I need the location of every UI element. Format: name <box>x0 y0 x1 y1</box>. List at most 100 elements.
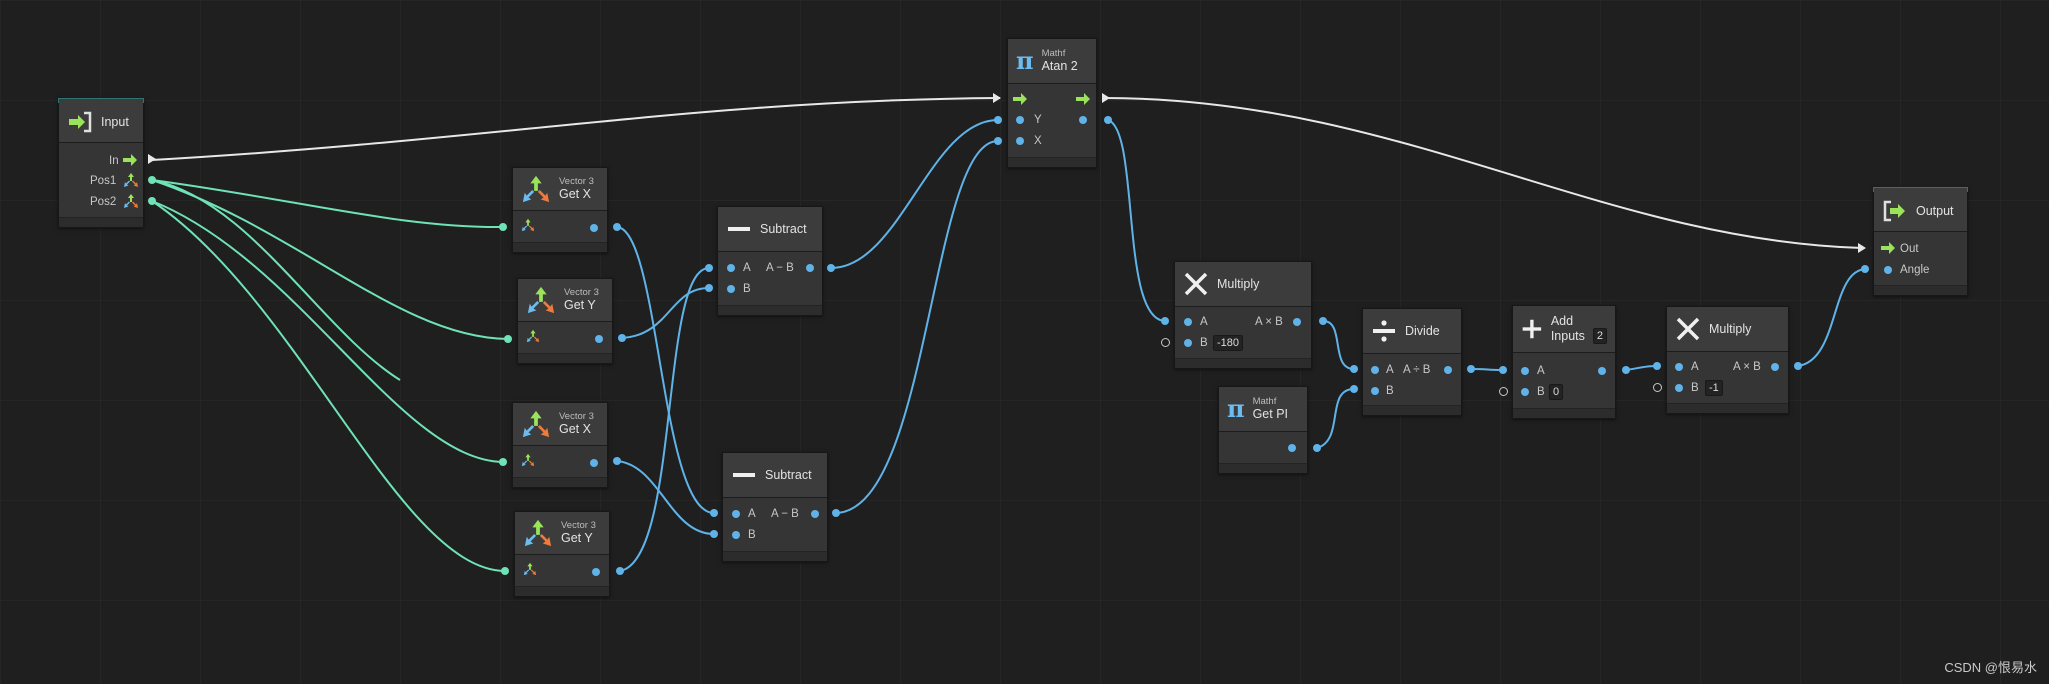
port-out-outer[interactable] <box>832 509 840 517</box>
port-in-b[interactable] <box>1675 384 1683 392</box>
port-in-a[interactable] <box>1675 363 1683 371</box>
port-out-outer[interactable] <box>1104 116 1112 124</box>
port-in-angle[interactable] <box>1884 266 1892 274</box>
port-out[interactable] <box>595 335 603 343</box>
port-out-outer[interactable] <box>1313 444 1321 452</box>
port-in-a-outer[interactable] <box>1350 365 1358 373</box>
port-in-angle-outer[interactable] <box>1861 265 1869 273</box>
port-in-a-outer[interactable] <box>1499 366 1507 374</box>
node-title: Get X <box>559 422 591 436</box>
b-value-field[interactable]: 0 <box>1549 384 1564 400</box>
port-in-a-outer[interactable] <box>710 509 718 517</box>
port-in-x-outer[interactable] <box>994 137 1002 145</box>
port-out[interactable] <box>590 459 598 467</box>
port-out-float[interactable] <box>618 334 626 342</box>
port-out-outer[interactable] <box>1794 362 1802 370</box>
b-value-field[interactable]: -180 <box>1213 335 1244 351</box>
port-in-b[interactable] <box>1371 387 1379 395</box>
port-out[interactable] <box>1288 444 1296 452</box>
flow-out-icon[interactable] <box>1075 92 1091 106</box>
port-out[interactable] <box>1598 367 1606 375</box>
port-in-y[interactable] <box>1016 116 1024 124</box>
port-out-pos1[interactable] <box>148 176 156 184</box>
port-in-b-outer[interactable] <box>710 530 718 538</box>
port-in-a[interactable] <box>727 264 735 272</box>
port-out-outer[interactable] <box>1467 365 1475 373</box>
multiply-node-2[interactable]: Multiply A A × B B -1 <box>1666 306 1789 414</box>
float-wire-mul1-diva <box>1323 320 1355 370</box>
divide-node[interactable]: Divide A A ÷ B B <box>1362 308 1462 416</box>
port-out-float[interactable] <box>613 457 621 465</box>
output-node[interactable]: Output Out Angle <box>1873 187 1968 296</box>
port-label-b: B <box>1386 385 1394 397</box>
b-value-field[interactable]: -1 <box>1705 380 1723 396</box>
port-out[interactable] <box>1079 116 1087 124</box>
subtract-node-2[interactable]: Subtract A A − B B <box>722 452 828 562</box>
port-in-b[interactable] <box>1184 339 1192 347</box>
input-node[interactable]: Input In Pos1 Pos2 <box>58 98 144 228</box>
port-in-vector[interactable] <box>504 335 512 343</box>
port-in-a-outer[interactable] <box>1161 317 1169 325</box>
subtract-node-1[interactable]: Subtract A A − B B <box>717 206 823 316</box>
flow-out-port-atan[interactable] <box>1102 93 1110 103</box>
port-in-b-unconnected[interactable] <box>1653 383 1662 392</box>
port-out-outer[interactable] <box>1319 317 1327 325</box>
flow-in-icon[interactable] <box>1012 92 1028 106</box>
port-out[interactable] <box>1293 318 1301 326</box>
port-in-vector[interactable] <box>499 458 507 466</box>
port-out[interactable] <box>811 510 819 518</box>
port-out-float[interactable] <box>616 567 624 575</box>
port-in-b[interactable] <box>727 285 735 293</box>
node-header: Output <box>1874 188 1967 232</box>
port-out[interactable] <box>592 568 600 576</box>
port-out-outer[interactable] <box>827 264 835 272</box>
flow-in-icon[interactable] <box>1880 241 1896 255</box>
port-label-pos2: Pos2 <box>90 196 117 208</box>
port-out-pos2[interactable] <box>148 197 156 205</box>
flow-out-port-input[interactable] <box>148 154 156 164</box>
watermark: CSDN @恨易水 <box>1944 660 2037 675</box>
vector3-axes-icon[interactable] <box>123 193 139 209</box>
port-out[interactable] <box>806 264 814 272</box>
node-header: Subtract <box>723 453 827 498</box>
port-in-b-unconnected[interactable] <box>1161 338 1170 347</box>
port-in-a-outer[interactable] <box>1653 362 1661 370</box>
node-subtitle: Mathf <box>1252 396 1277 407</box>
flow-exit-icon <box>1883 200 1905 222</box>
port-in-b[interactable] <box>732 531 740 539</box>
port-in-a[interactable] <box>1371 366 1379 374</box>
port-in-a-outer[interactable] <box>705 264 713 272</box>
port-in-b-outer[interactable] <box>705 284 713 292</box>
port-in-x[interactable] <box>1016 137 1024 145</box>
port-out[interactable] <box>1771 363 1779 371</box>
port-in-vector[interactable] <box>499 223 507 231</box>
port-out-float[interactable] <box>613 223 621 231</box>
port-in-a[interactable] <box>1521 367 1529 375</box>
vector3-axes-icon[interactable] <box>123 172 139 188</box>
port-in-b-outer[interactable] <box>1350 385 1358 393</box>
port-in-vector[interactable] <box>501 567 509 575</box>
port-label-a: A <box>1691 361 1699 373</box>
inputs-count-field[interactable]: 2 <box>1592 328 1607 344</box>
port-out[interactable] <box>590 224 598 232</box>
flow-in-port-atan[interactable] <box>993 93 1001 103</box>
port-out[interactable] <box>1444 366 1452 374</box>
port-out-outer[interactable] <box>1622 366 1630 374</box>
port-in-a[interactable] <box>1184 318 1192 326</box>
port-in-y-outer[interactable] <box>994 116 1002 124</box>
flow-in-port-output[interactable] <box>1858 243 1866 253</box>
port-in-a[interactable] <box>732 510 740 518</box>
port-in-b[interactable] <box>1521 388 1529 396</box>
node-footer <box>513 242 607 252</box>
flow-out-icon[interactable] <box>122 153 138 167</box>
node-title: Subtract <box>760 221 807 236</box>
port-in-b-unconnected[interactable] <box>1499 387 1508 396</box>
multiply-node-1[interactable]: Multiply A A × B B -180 <box>1174 261 1312 369</box>
